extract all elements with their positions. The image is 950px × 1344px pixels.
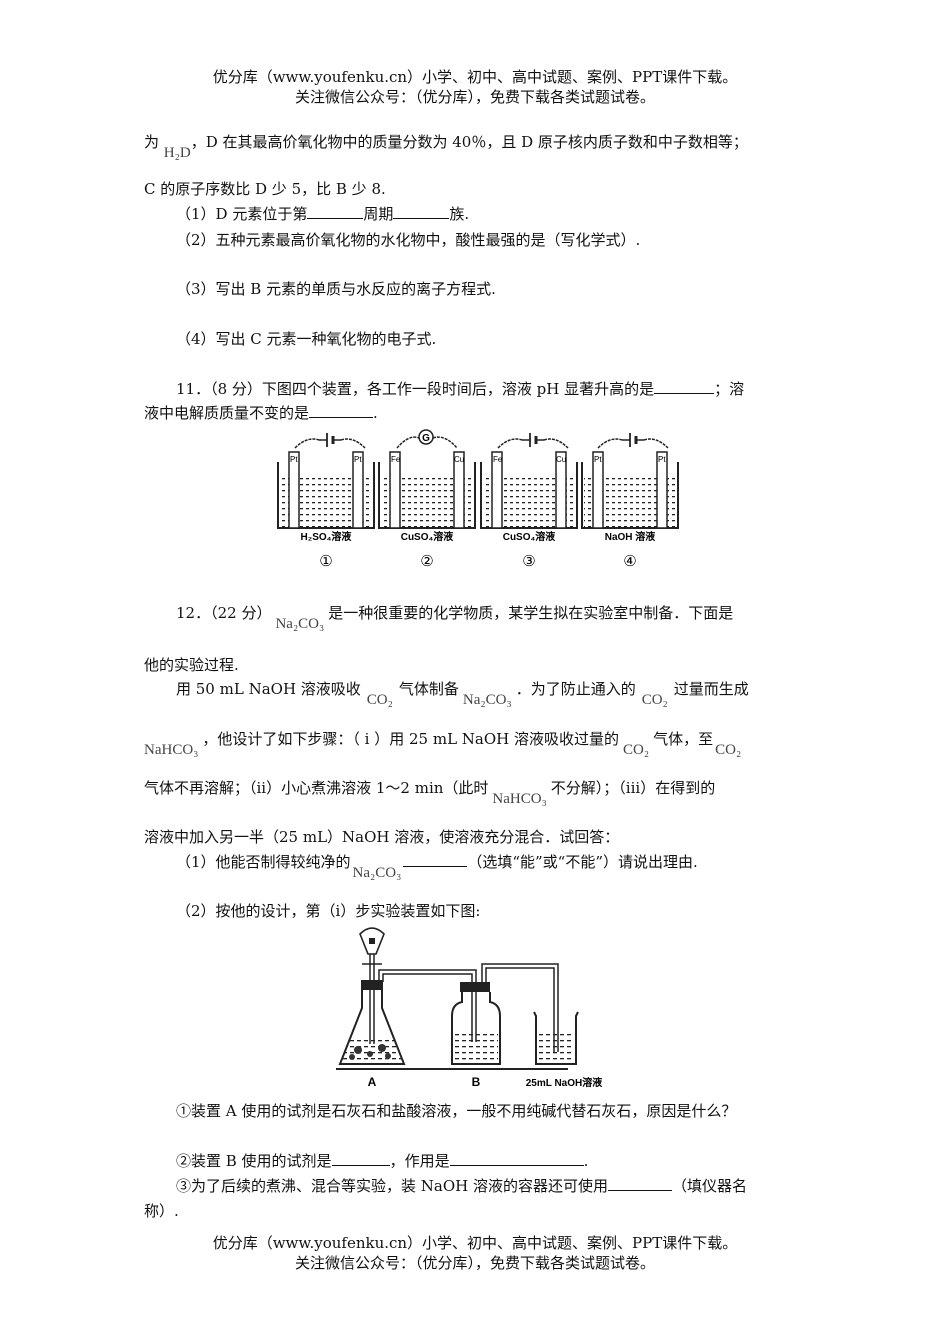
cell-2-left-electrode: Fe <box>391 455 401 464</box>
cell-4-solution: NaOH 溶液 <box>605 530 656 543</box>
formula-na2co3: Na₂CO₃ <box>275 616 325 632</box>
cell-4-right-electrode: Pt <box>658 455 666 464</box>
q10-sub-4: （4）写出 C 元素一种氧化物的电子式. <box>176 330 437 348</box>
formula-nahco3: NaHCO₃ <box>144 742 199 758</box>
bottle-b: B <box>451 982 501 1089</box>
q12-sub-2-item-2: ②装置 B 使用的试剂是，作用是. <box>176 1151 589 1170</box>
q12-process-line-1: 用 50 mL NaOH 溶液吸收CO₂气体制备Na₂CO₃．为了防止通入的CO… <box>176 680 749 708</box>
galvanometer-icon <box>418 429 434 445</box>
page-header-line-2: 关注微信公众号：（优分库），免费下载各类试题试卷。 <box>294 88 655 106</box>
formula-co2: CO₂ <box>641 692 668 708</box>
page-header-line-1: 优分库（www.youfenku.cn）小学、初中、高中试题、案例、PPT课件下… <box>212 68 738 86</box>
label-a: A <box>368 1075 377 1089</box>
answer-blank[interactable] <box>307 204 364 219</box>
q12-sub-1: （1）他能否制得较纯净的Na₂CO₃（选填“能”或“不能”）请说出理由. <box>176 852 698 881</box>
q10-line-2: C 的原子序数比 D 少 5，比 B 少 8. <box>144 180 386 198</box>
cell-3-solution: CuSO₄溶液 <box>503 530 556 543</box>
formula-na2co3: Na₂CO₃ <box>462 692 512 708</box>
cell-3: Fe Cu CuSO₄溶液 ③ <box>480 433 578 570</box>
q12-sub-2-item-1: ①装置 A 使用的试剂是石灰石和盐酸溶液，一般不用纯碱代替石灰石，原因是什么？ <box>176 1102 737 1120</box>
answer-blank[interactable] <box>449 1151 584 1166</box>
cell-1-left-electrode: Pt <box>290 455 298 464</box>
q11-line-1: 11．（8 分）下图四个装置，各工作一段时间后，溶液 pH 显著升高的是；溶 <box>176 379 745 398</box>
q12-process-line-3: 气体不再溶解；（ii）小心煮沸溶液 1～2 min（此时NaHCO₃不分解）；（… <box>144 779 716 807</box>
q10-sub-3: （3）写出 B 元素的单质与水反应的离子方程式. <box>176 280 496 298</box>
label-b: B <box>472 1075 481 1089</box>
q12-intro-line-1: 12．（22 分）Na₂CO₃是一种很重要的化学物质，某学生拟在实验室中制备．下… <box>176 604 734 632</box>
q10-sub-1: （1）D 元素位于第周期族. <box>176 204 470 223</box>
q12-sub-2: （2）按他的设计，第（i）步实验装置如下图: <box>176 902 481 920</box>
cell-1-right-electrode: Pt <box>354 455 362 464</box>
cell-4-left-electrode: Pt <box>594 455 602 464</box>
svg-text:G: G <box>422 433 430 444</box>
cell-3-right-electrode: Cu <box>556 455 566 464</box>
q12-sub-2-item-3-cont: 称）. <box>144 1202 179 1220</box>
cell-2-right-electrode: Cu <box>454 455 464 464</box>
cell-4-number: ④ <box>623 553 636 570</box>
cell-4: Pt Pt NaOH 溶液 ④ <box>581 433 679 570</box>
label-naoh: 25mL NaOH溶液 <box>526 1076 603 1089</box>
q12-process-line-2: NaHCO₃，他设计了如下步骤：（ i ）用 25 mL NaOH 溶液吸收过量… <box>144 730 742 758</box>
formula-co2: CO₂ <box>623 742 650 758</box>
q12-process-line-4: 溶液中加入另一半（25 mL）NaOH 溶液，使溶液充分混合．试回答： <box>144 828 620 846</box>
page-footer-line-1: 优分库（www.youfenku.cn）小学、初中、高中试题、案例、PPT课件下… <box>212 1234 738 1252</box>
q12-sub-2-item-3: ③为了后续的煮沸、混合等实验，装 NaOH 溶液的容器还可使用（填仪器名 <box>176 1176 748 1195</box>
electrolysis-cells-figure: Pt Pt H₂SO₄溶液 ① G Fe Cu CuSO₄溶液 ② Fe Cu … <box>277 429 679 570</box>
q11-line-2: 液中电解质质量不变的是. <box>144 403 378 422</box>
answer-blank[interactable] <box>654 379 715 394</box>
stopper <box>361 980 383 990</box>
cell-2-solution: CuSO₄溶液 <box>401 530 454 543</box>
cell-2: G Fe Cu CuSO₄溶液 ② <box>378 429 476 570</box>
apparatus-figure: A B 25mL NaOH溶液 <box>336 927 603 1089</box>
answer-blank[interactable] <box>393 204 450 219</box>
answer-blank[interactable] <box>309 403 374 418</box>
cell-1-number: ① <box>319 553 332 570</box>
cell-2-number: ② <box>420 553 433 570</box>
cell-1-solution: H₂SO₄溶液 <box>301 530 352 543</box>
answer-blank[interactable] <box>608 1176 672 1191</box>
formula-nahco3: NaHCO₃ <box>492 791 547 807</box>
answer-blank[interactable] <box>403 852 468 867</box>
formula-co2: CO₂ <box>366 692 393 708</box>
cell-3-number: ③ <box>522 553 535 570</box>
formula-na2co3: Na₂CO₃ <box>352 865 402 881</box>
beaker: 25mL NaOH溶液 <box>526 1011 603 1089</box>
cell-3-left-electrode: Fe <box>493 455 503 464</box>
cell-1: Pt Pt H₂SO₄溶液 ① <box>277 433 375 570</box>
q10-sub-2: （2）五种元素最高价氧化物的水化物中，酸性最强的是（写化学式）. <box>176 231 641 249</box>
answer-blank[interactable] <box>331 1151 390 1166</box>
q12-intro-line-2: 他的实验过程. <box>144 656 239 674</box>
formula-h2d: H₂D <box>163 145 191 161</box>
flask-a: A <box>338 927 406 1089</box>
stopper <box>460 982 490 992</box>
page-footer-line-2: 关注微信公众号：（优分库），免费下载各类试题试卷。 <box>294 1254 655 1272</box>
q10-line-1: 为 H₂D，D 在其最高价氧化物中的质量分数为 40％，且 D 原子核内质子数和… <box>144 133 748 161</box>
formula-co2: CO₂ <box>715 742 742 758</box>
